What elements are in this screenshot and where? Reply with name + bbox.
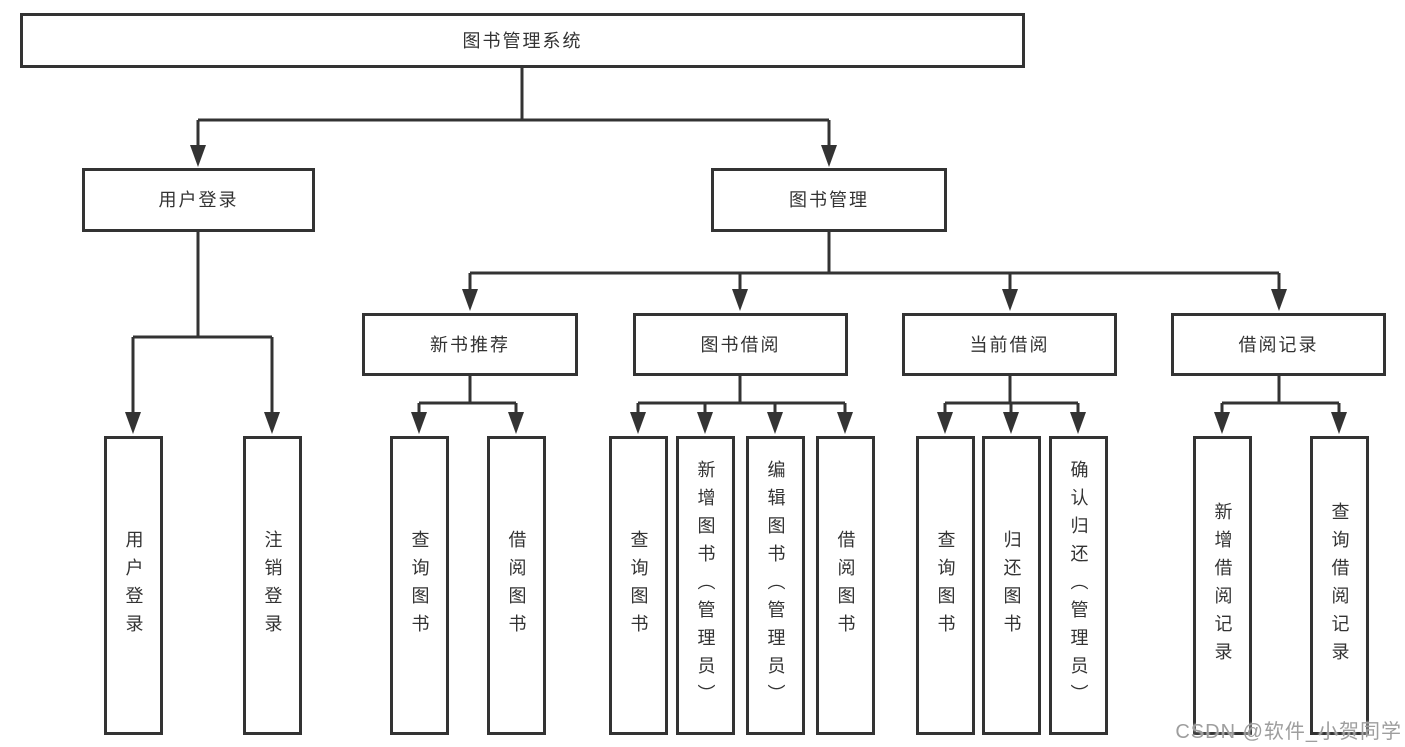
connector-borrow-records	[1214, 376, 1347, 434]
arrowhead-icon	[732, 289, 748, 311]
arrowhead-icon	[630, 412, 646, 434]
arrowhead-icon	[937, 412, 953, 434]
arrowhead-icon	[125, 412, 141, 434]
node-root: 图书管理系统	[20, 13, 1025, 68]
node-user-login: 用户登录	[82, 168, 315, 232]
connector-book-management	[462, 232, 1287, 311]
watermark: CSDN @软件_小贺同学	[1175, 721, 1402, 743]
leaf-records-add-record: 新增借阅记录	[1193, 436, 1252, 735]
node-new-book-recommend: 新书推荐	[362, 313, 578, 376]
arrowhead-icon	[264, 412, 280, 434]
leaf-borrow-query-books: 查询图书	[609, 436, 668, 735]
arrowhead-icon	[508, 412, 524, 434]
leaf-user-login: 用户登录	[104, 436, 163, 735]
leaf-current-query-books: 查询图书	[916, 436, 975, 735]
leaf-current-return-books: 归还图书	[982, 436, 1041, 735]
connector-book-borrow	[630, 376, 853, 434]
arrowhead-icon	[411, 412, 427, 434]
arrowhead-icon	[1003, 412, 1019, 434]
connector-new-book-recommend	[411, 376, 524, 434]
leaf-borrow-add-books-admin: 新增图书（管理员）	[676, 436, 735, 735]
arrowhead-icon	[1070, 412, 1086, 434]
leaf-borrow-edit-books-admin: 编辑图书（管理员）	[746, 436, 805, 735]
arrowhead-icon	[697, 412, 713, 434]
arrowhead-icon	[1214, 412, 1230, 434]
leaf-recommend-borrow-books: 借阅图书	[487, 436, 546, 735]
leaf-current-confirm-return-admin: 确认归还（管理员）	[1049, 436, 1108, 735]
node-book-management: 图书管理	[711, 168, 947, 232]
leaf-borrow-borrow-books: 借阅图书	[816, 436, 875, 735]
leaf-logout: 注销登录	[243, 436, 302, 735]
arrowhead-icon	[1271, 289, 1287, 311]
arrowhead-icon	[1002, 289, 1018, 311]
arrowhead-icon	[462, 289, 478, 311]
node-current-borrow: 当前借阅	[902, 313, 1117, 376]
arrowhead-icon	[190, 145, 206, 167]
leaf-records-query-record: 查询借阅记录	[1310, 436, 1369, 735]
connector-user-login	[125, 232, 280, 434]
node-borrow-records: 借阅记录	[1171, 313, 1386, 376]
node-book-borrow: 图书借阅	[633, 313, 848, 376]
leaf-recommend-query-books: 查询图书	[390, 436, 449, 735]
connector-current-borrow	[937, 376, 1086, 434]
connector-root	[190, 68, 837, 167]
arrowhead-icon	[767, 412, 783, 434]
arrowhead-icon	[837, 412, 853, 434]
arrowhead-icon	[821, 145, 837, 167]
arrowhead-icon	[1331, 412, 1347, 434]
